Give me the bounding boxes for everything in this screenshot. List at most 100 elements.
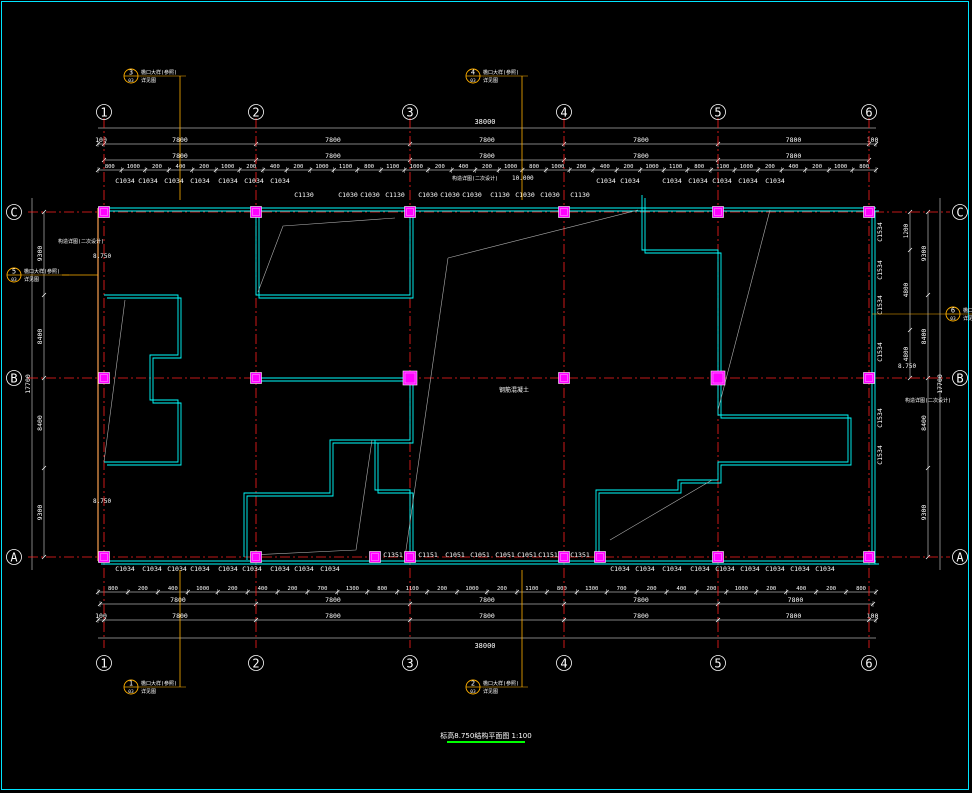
dim-top-detail-label: 800	[364, 164, 374, 170]
partition-left-inner	[107, 297, 182, 466]
dim-left-tick	[41, 465, 47, 471]
section-mark-num: 1	[129, 680, 133, 688]
dim-top-detail-label: 800	[105, 164, 115, 170]
column-core-9	[560, 208, 568, 216]
axis-bubble-5-top	[710, 104, 726, 120]
leader-line-5	[609, 479, 713, 541]
dim-bottom-detail-label: 200	[138, 586, 148, 592]
dim-top-detail-label: 200	[246, 164, 256, 170]
window-label-bottom-14: C1051	[517, 551, 537, 559]
dim-top-bays-label: 7800	[325, 136, 341, 144]
dim-bottom-detail-label: 200	[497, 586, 507, 592]
column-core-4	[252, 374, 260, 382]
window-label-bottom-17: C1034	[610, 565, 630, 573]
dim-bottom-bays-label: 100	[95, 612, 107, 620]
column-core-17	[865, 553, 873, 561]
window-label-top-8: C1030	[338, 191, 358, 199]
axis-label-2-top: 2	[252, 106, 259, 120]
dim-bottom-detail-label: 1300	[585, 586, 598, 592]
elev-left: 8.750	[93, 253, 111, 260]
dim-top-detail-label: 1100	[716, 164, 729, 170]
dim-top-detail-label: 200	[152, 164, 162, 170]
dim-top-detail-label: 1100	[669, 164, 682, 170]
leader-line-1	[257, 217, 396, 293]
dim-bottom-detail-label: 800	[856, 586, 866, 592]
window-label-bottom-3: C1034	[190, 565, 210, 573]
column-13	[710, 370, 726, 386]
axis-bubble-A-left	[6, 549, 22, 565]
dim-bottom-bays-label: 7800	[479, 612, 495, 620]
dim-left-label: 8400	[36, 415, 44, 431]
section-mark-sub: 详见图	[141, 688, 156, 695]
window-label-top-2: C1034	[164, 177, 184, 185]
column-9	[558, 206, 570, 218]
center-label: 钢筋混凝土	[499, 386, 529, 394]
dim-bottom-detail-label: 1000	[735, 586, 748, 592]
dim-bottom-detail-label: 1100	[525, 586, 538, 592]
wall-layer	[97, 195, 879, 565]
window-label-right-1: C1534	[876, 260, 884, 280]
window-label-bottom-5: C1034	[242, 565, 262, 573]
leader-line-6	[249, 439, 373, 556]
axis-bubble-A-right	[952, 549, 968, 565]
dim-right-inner-label: 4800	[903, 346, 910, 361]
window-label-right-5: C1534	[876, 445, 884, 465]
column-1	[98, 372, 110, 384]
window-label-bottom-24: C1034	[790, 565, 810, 573]
dim-bottom-detail-label: 400	[258, 586, 268, 592]
overall-dim-top: 38000	[474, 118, 495, 126]
column-5	[250, 551, 262, 563]
axis-bubble-5-bottom	[710, 655, 726, 671]
dim-right-tick	[925, 292, 931, 298]
column-core-14	[714, 553, 722, 561]
column-18	[369, 551, 381, 563]
partition-right-outer	[595, 195, 849, 557]
column-core-8	[406, 553, 414, 561]
dim-right-label: 9300	[920, 505, 928, 521]
dim-top-detail-label: 200	[765, 164, 775, 170]
axis-bubble-3-top	[402, 104, 418, 120]
dim-left-label: 9300	[36, 246, 44, 262]
column-core-0	[100, 208, 108, 216]
dim-top-bays-2-label: 7800	[633, 152, 649, 160]
dim-top-bays-2-label: 7800	[786, 152, 802, 160]
section-mark-text: 檐口大样(参照)	[24, 268, 60, 275]
dim-top-bays-label: 7800	[479, 136, 495, 144]
column-core-2	[100, 553, 108, 561]
axis-label-3-top: 3	[406, 106, 413, 120]
axis-bubble-C-left	[6, 204, 22, 220]
section-mark-num: 2	[471, 680, 475, 688]
dim-top-detail-label: 1000	[551, 164, 564, 170]
leader-line-2	[404, 257, 449, 558]
dim-right-label: 8400	[920, 329, 928, 345]
partition-right-inner	[598, 198, 852, 560]
section-mark-text: 檐口大样(参照)	[141, 69, 177, 76]
window-label-bottom-25: C1034	[815, 565, 835, 573]
column-7	[402, 370, 418, 386]
column-2	[98, 551, 110, 563]
dim-bottom-detail-label: 700	[317, 586, 327, 592]
column-16	[863, 372, 875, 384]
section-mark-text: 檐口大样(参照)	[483, 680, 519, 687]
axis-bubble-3-bottom	[402, 655, 418, 671]
axis-bubble-4-bottom	[556, 655, 572, 671]
dim-top-bays-label: 7800	[633, 136, 649, 144]
dim-top-bays-2-label: 7800	[325, 152, 341, 160]
window-label-top-9: C1030	[360, 191, 380, 199]
axis-label-5-bottom: 5	[714, 657, 721, 671]
window-label-bottom-22: C1034	[740, 565, 760, 573]
dim-top-detail-label: 1000	[740, 164, 753, 170]
column-core-6	[406, 208, 414, 216]
column-core-15	[865, 208, 873, 216]
axis-bubble-C-right	[952, 204, 968, 220]
dim-left-tick	[41, 209, 47, 215]
axis-bubble-2-bottom	[248, 655, 264, 671]
dim-right-label: 8400	[920, 415, 928, 431]
window-label-top-14: C1130	[490, 191, 510, 199]
window-label-top-23: C1034	[738, 177, 758, 185]
dim-bottom-detail-label: 400	[168, 586, 178, 592]
dim-bottom-bays-2-label: 7800	[633, 596, 649, 604]
